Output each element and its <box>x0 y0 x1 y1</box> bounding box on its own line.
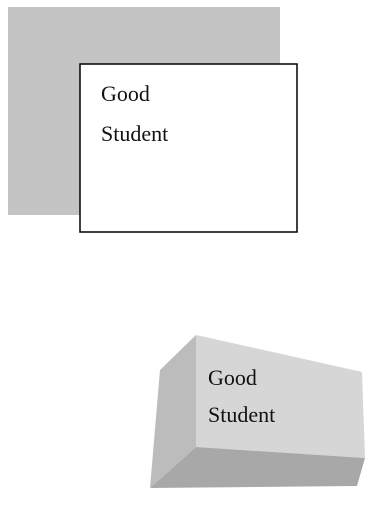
textbox-line-1: Good <box>101 81 150 106</box>
flat-textbox-figure: Good Student <box>8 7 298 233</box>
3d-textbox-line-1: Good <box>208 365 257 390</box>
front-face <box>196 335 365 458</box>
extrusion-bottom-face <box>150 447 365 488</box>
3d-textbox-line-2: Student <box>208 402 275 427</box>
3d-textbox-figure: Good Student <box>150 335 365 488</box>
textbox <box>79 63 298 233</box>
extrusion-left-face <box>150 335 196 488</box>
textbox-line-2: Student <box>101 121 168 146</box>
